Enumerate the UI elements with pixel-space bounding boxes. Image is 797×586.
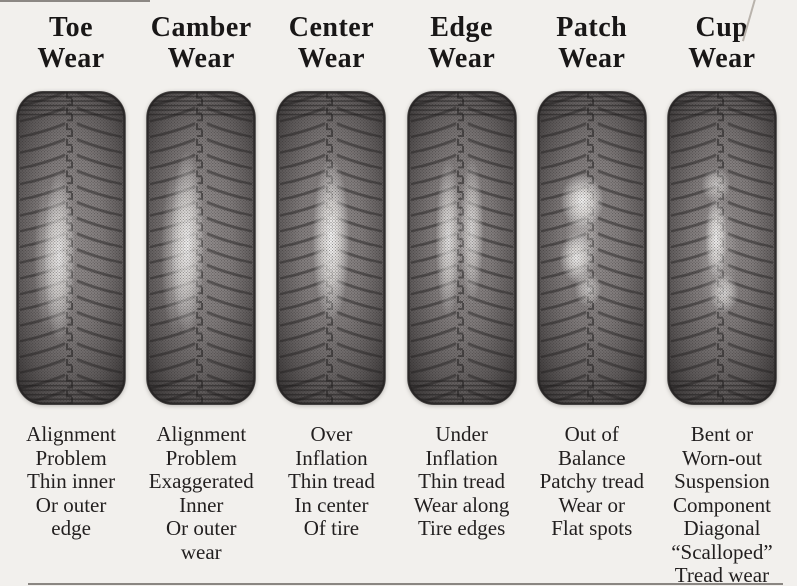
wear-caption-center: Over Inflation Thin tread In center Of t…	[287, 422, 375, 540]
wear-title-toe: Toe Wear	[37, 12, 105, 74]
wear-column-patch: Patch Wear O	[527, 0, 657, 586]
wear-column-camber: Camber Wear Alignment Problem Exaggera	[136, 0, 266, 586]
wear-caption-cup: Bent or Worn-out Suspension Component Di…	[671, 422, 773, 586]
tire-tread-toe-wear-image	[16, 91, 126, 405]
tire-image-frame	[667, 88, 777, 410]
tire-image-frame	[536, 88, 647, 410]
tire-image-frame	[16, 88, 126, 410]
wear-column-cup: Cup Wear Ben	[657, 0, 787, 586]
tire-image-frame	[146, 88, 257, 410]
wear-column-center: Center Wear Over Inflation Thin tread In…	[266, 0, 396, 586]
wear-column-edge: Edge Wear Under Inflation Thin tread W	[397, 0, 527, 586]
wear-caption-edge: Under Inflation Thin tread Wear along Ti…	[413, 422, 510, 540]
wear-title-edge: Edge Wear	[427, 12, 496, 74]
wear-title-center: Center Wear	[288, 12, 375, 74]
tire-tread-edge-wear-image	[406, 91, 517, 405]
wear-column-toe: Toe Wear Alignment Problem Thin inner	[6, 0, 136, 586]
tire-tread-patch-wear-image	[536, 91, 647, 405]
wear-caption-toe: Alignment Problem Thin inner Or outer ed…	[26, 422, 116, 540]
tire-image-frame	[406, 88, 517, 410]
tire-image-frame	[276, 88, 387, 410]
wear-title-patch: Patch Wear	[556, 12, 628, 74]
wear-caption-camber: Alignment Problem Exaggerated Inner Or o…	[148, 422, 254, 564]
wear-title-cup: Cup Wear	[688, 12, 756, 74]
tire-tread-center-wear-image	[276, 91, 387, 405]
tire-tread-camber-wear-image	[146, 91, 257, 405]
wear-title-camber: Camber Wear	[150, 12, 252, 74]
wear-caption-patch: Out of Balance Patchy tread Wear or Flat…	[539, 422, 644, 540]
tire-tread-cup-wear-image	[667, 91, 777, 405]
